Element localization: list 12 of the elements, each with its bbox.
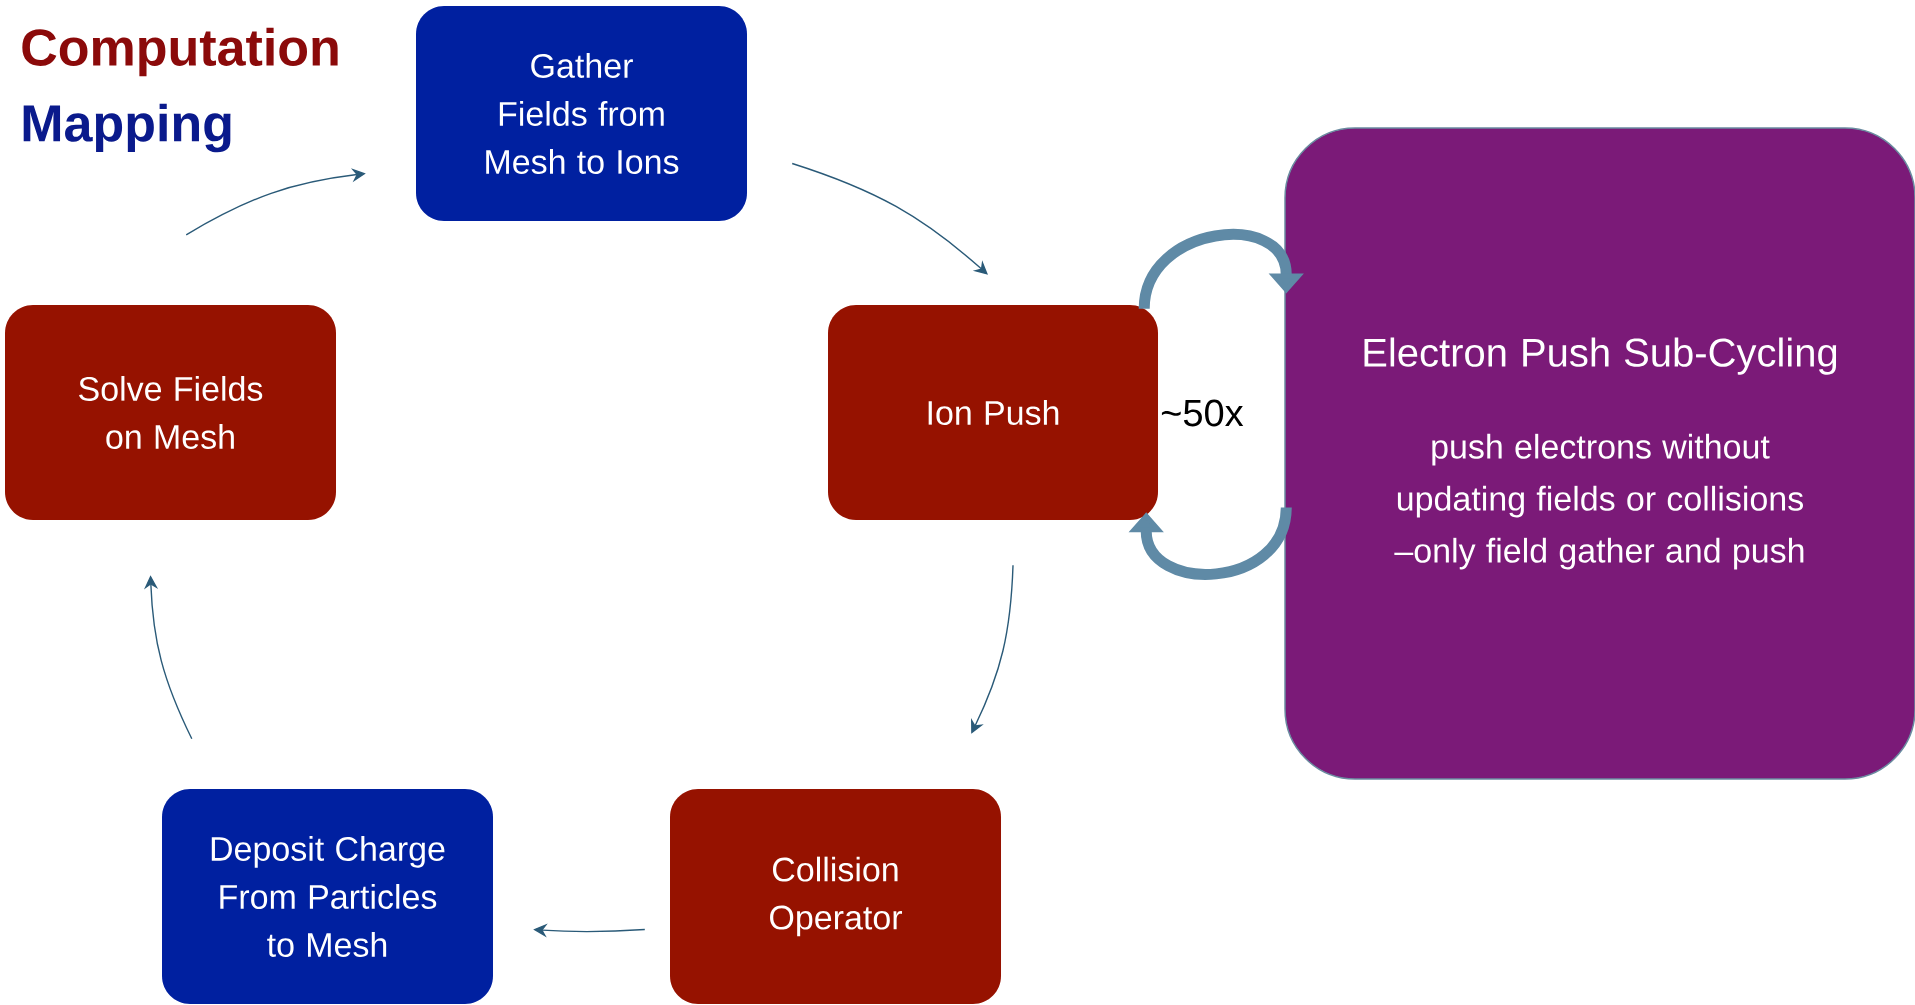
arrow [791, 162, 988, 275]
process-box: Collision Operator [670, 789, 1001, 1004]
repeat-label: ~50x [1161, 399, 1244, 427]
info-box: Electron Push Sub-Cycling push electrons without updating fields or collisions –only field gather and push [1284, 127, 1915, 780]
process-box: Deposit Charge From Particles to Mesh [162, 789, 493, 1004]
arrow [1138, 229, 1304, 310]
process-box: Gather Fields from Mesh to Ions [416, 6, 747, 221]
heading: Mapping [23, 103, 231, 153]
process-box: Solve Fields on Mesh [5, 305, 336, 520]
arrow [971, 564, 1014, 734]
heading: Computation [22, 27, 338, 77]
process-box: Ion Push [828, 305, 1158, 520]
